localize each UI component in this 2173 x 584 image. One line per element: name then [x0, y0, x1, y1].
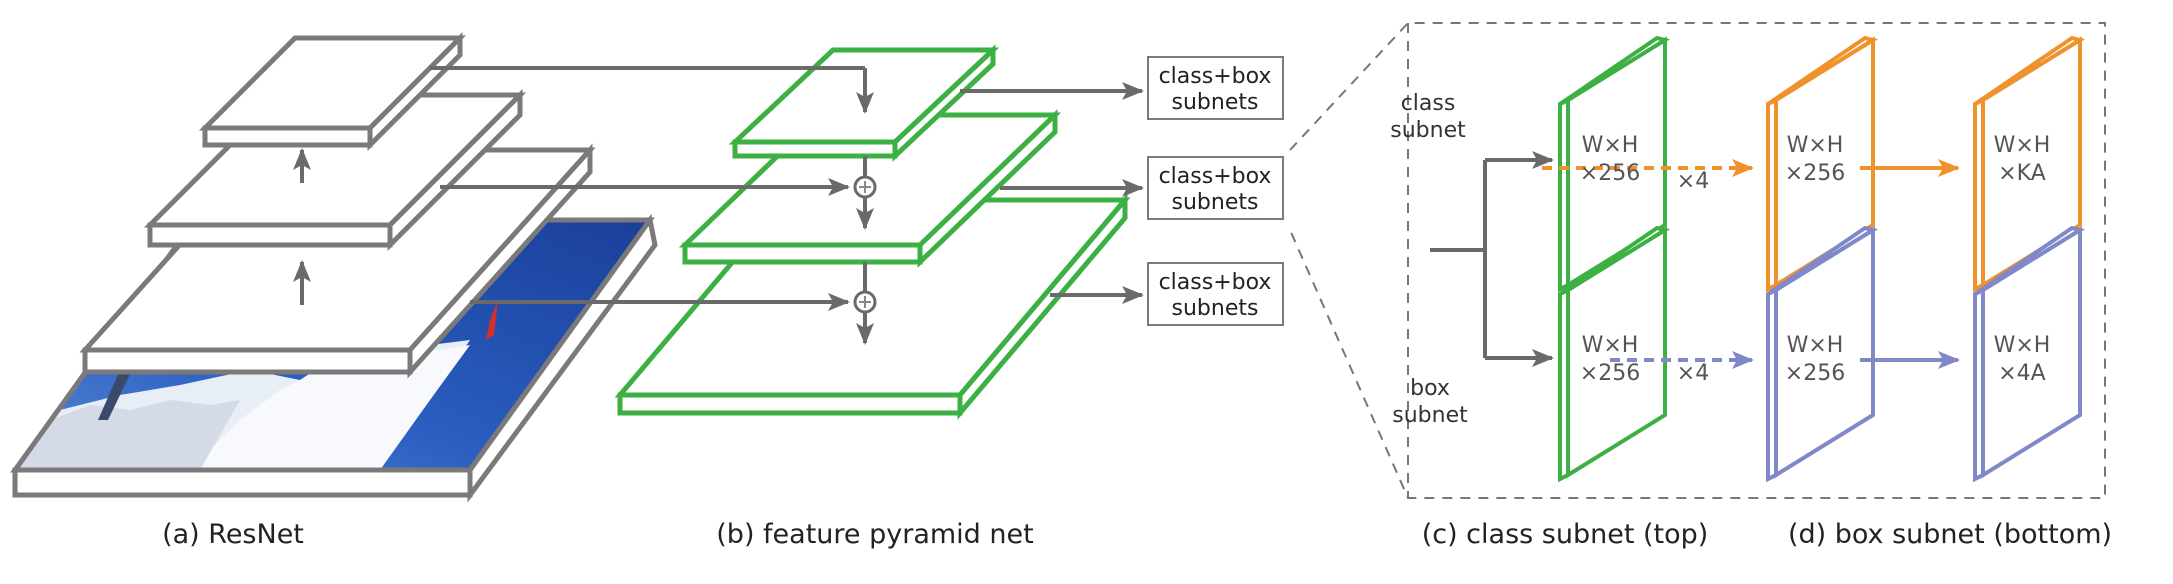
subnet-box-label: subnets [1172, 296, 1259, 321]
feature-map-label: ×256 [1580, 161, 1640, 186]
caption-box-subnet: (d) box subnet (bottom) [1788, 519, 2112, 550]
subnet-box-label: class+box [1159, 164, 1272, 189]
class-feature-map-2 [1766, 35, 1879, 293]
feature-map-label: ×256 [1580, 361, 1640, 386]
feature-map-label: ×256 [1785, 161, 1845, 186]
subnet-box-label: subnets [1172, 90, 1259, 115]
box-subnet-label: subnet [1392, 403, 1468, 428]
feature-map-label: W×H [1582, 133, 1639, 158]
resnet-layer-c5 [198, 31, 467, 152]
feature-map-label: W×H [1787, 333, 1844, 358]
box-subnet-label: box [1410, 376, 1450, 401]
subnet-box: class+box subnets [1147, 156, 1284, 220]
feature-map-label: ×4A [1998, 361, 2045, 386]
class-feature-map-3 [1973, 35, 2086, 293]
box-feature-map-2 [1766, 225, 1879, 483]
resnet-backbone [10, 31, 658, 503]
class-feature-map-1 [1558, 35, 1671, 293]
repeat-label: ×4 [1677, 361, 1709, 386]
subnet-box-label: class+box [1159, 64, 1272, 89]
resnet-layer-c3 [79, 143, 596, 379]
feature-pyramid [600, 44, 1144, 420]
box-feature-map-1 [1558, 225, 1671, 483]
caption-fpn: (b) feature pyramid net [716, 519, 1033, 550]
feature-map-label: ×KA [1998, 161, 2046, 186]
resnet-layer-c4 [143, 88, 527, 252]
feature-map-label: W×H [1787, 133, 1844, 158]
feature-map-label: ×256 [1785, 361, 1845, 386]
subnet-box: class+box subnets [1147, 262, 1284, 326]
subnet-feature-maps [1558, 35, 2086, 483]
caption-resnet: (a) ResNet [162, 519, 304, 550]
branch-connector [1430, 151, 1554, 367]
merge-node-icon [853, 262, 877, 345]
feature-map-label: W×H [1582, 333, 1639, 358]
caption-class-subnet: (c) class subnet (top) [1422, 519, 1709, 550]
subnet-box-label: class+box [1159, 270, 1272, 295]
merge-node-icon [853, 156, 877, 230]
box-feature-map-3 [1973, 225, 2086, 483]
class-subnet-label: subnet [1390, 118, 1466, 143]
feature-map-label: W×H [1994, 133, 2051, 158]
subnet-box: class+box subnets [1147, 56, 1284, 120]
class-subnet-label: class [1401, 91, 1456, 116]
repeat-label: ×4 [1677, 169, 1709, 194]
subnet-box-label: subnets [1172, 190, 1259, 215]
zoom-frame [1289, 22, 2106, 499]
feature-map-label: W×H [1994, 333, 2051, 358]
